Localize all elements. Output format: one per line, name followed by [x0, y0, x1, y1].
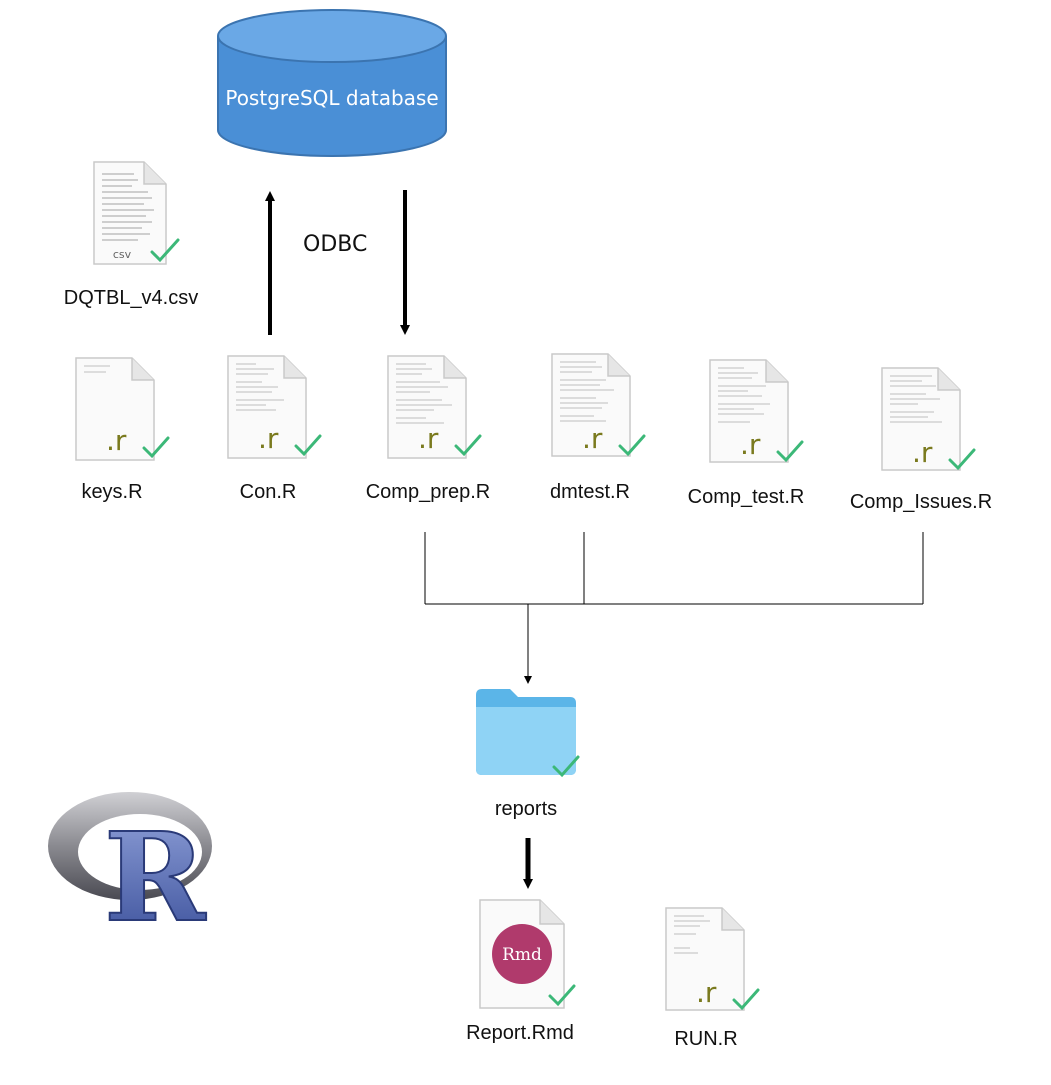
file-label-comp-issues: Comp_Issues.R: [849, 491, 993, 513]
file-label-keys: keys.R: [81, 481, 143, 503]
synced-check-icon: [150, 238, 180, 263]
r-file-icon[interactable]: .r: [222, 352, 322, 462]
file-label-comp-prep: Comp_prep.R: [365, 481, 491, 503]
synced-check-icon: [454, 434, 482, 457]
database-label: PostgreSQL database: [225, 86, 439, 110]
r-logo-letter: R: [104, 805, 207, 930]
folder-icon[interactable]: [470, 685, 590, 785]
r-ext-text: .r: [106, 424, 127, 457]
synced-check-icon: [732, 988, 760, 1011]
file-label-run: RUN.R: [674, 1028, 738, 1050]
file-label-con: Con.R: [239, 481, 297, 503]
r-file-icon[interactable]: .r: [70, 354, 170, 464]
synced-check-icon: [776, 440, 804, 463]
r-ext-text: .r: [912, 436, 933, 469]
database-icon: [217, 9, 447, 157]
r-logo: R: [48, 792, 212, 930]
synced-check-icon: [948, 448, 976, 471]
synced-check-icon: [618, 434, 646, 457]
file-label-dmtest: dmtest.R: [549, 481, 631, 503]
file-label-dqtbl: DQTBL_v4.csv: [63, 287, 199, 309]
file-label-report-rmd: Report.Rmd: [466, 1022, 574, 1044]
csv-ext-text: csv: [113, 248, 132, 261]
r-file-icon[interactable]: .r: [382, 352, 482, 462]
r-file-icon[interactable]: .r: [660, 904, 760, 1014]
r-ext-text: .r: [582, 422, 603, 455]
synced-check-icon: [294, 434, 322, 457]
csv-file-icon[interactable]: csv: [82, 158, 182, 268]
r-ext-text: .r: [418, 422, 439, 455]
r-file-icon[interactable]: .r: [704, 356, 804, 466]
synced-check-icon: [548, 984, 576, 1007]
rmd-ext-text: Rmd: [502, 945, 542, 965]
odbc-label: ODBC: [303, 232, 368, 257]
r-ext-text: .r: [258, 422, 279, 455]
synced-check-icon: [142, 436, 170, 459]
rmd-badge-icon: [492, 924, 552, 984]
r-ext-text: .r: [696, 976, 717, 1009]
rmd-file-icon[interactable]: Rmd: [474, 896, 584, 1012]
folder-label-reports: reports: [494, 798, 558, 820]
synced-check-icon: [552, 755, 580, 778]
r-file-icon[interactable]: .r: [876, 364, 976, 474]
file-label-comp-test: Comp_test.R: [687, 486, 805, 508]
r-ext-text: .r: [740, 428, 761, 461]
r-file-icon[interactable]: .r: [546, 350, 646, 460]
